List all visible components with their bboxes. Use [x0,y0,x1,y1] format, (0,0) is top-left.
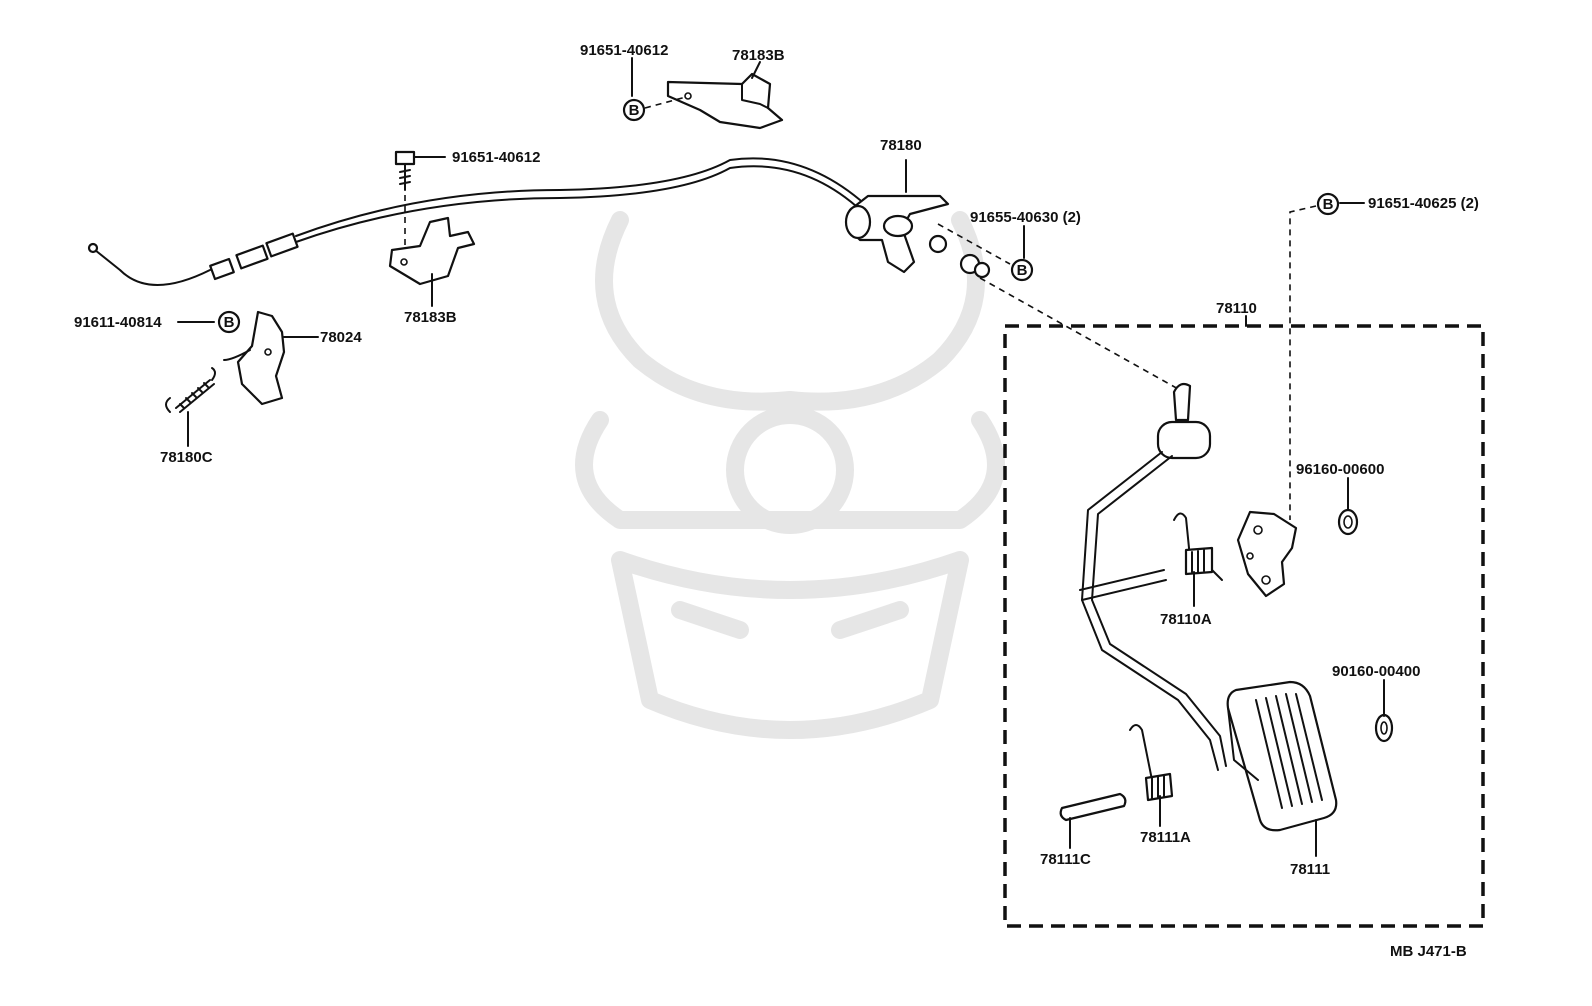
label-78110: 78110 [1216,300,1257,317]
bracket-78183b-top [666,72,784,130]
label-90160-00400: 90160-00400 [1332,663,1420,680]
label-96160-00600: 96160-00600 [1296,461,1384,478]
b-badge-icon: B [217,310,241,334]
b-badge-icon: B [622,98,646,122]
b-badge-icon: B [1316,192,1340,216]
samurai-helmet-watermark-icon [575,211,1005,739]
diagram-code: MB J471-B [1390,943,1467,960]
assembly-78110-box [1003,324,1485,928]
nut-90160-00400 [1374,713,1394,743]
label-91651-40625: 91651-40625 (2) [1368,195,1479,212]
svg-text:B: B [629,102,640,119]
nut-96160-00600 [1337,508,1359,536]
pedal-pad-78111 [1226,680,1338,832]
label-78024: 78024 [320,329,362,346]
label-78183b-top: 78183B [732,47,785,64]
bracket-78183b-left [388,216,476,286]
cable-78180 [87,157,991,286]
label-78183b-left: 78183B [404,309,457,326]
pin-78111c [1059,792,1127,822]
label-78111c: 78111C [1040,851,1091,868]
label-78180c: 78180C [160,449,213,466]
label-78111a: 78111A [1140,829,1191,846]
spring-78180c [165,367,216,413]
svg-text:B: B [1323,196,1334,213]
b-badge-icon: B [1010,258,1034,282]
label-91611-40814: 91611-40814 [74,314,162,331]
label-91655-40630: 91655-40630 (2) [970,209,1081,226]
spring-78110a [1173,512,1223,581]
label-91651-40612-top: 91651-40612 [580,42,668,59]
bracket-plate [1236,510,1298,598]
pedal-arm [1079,382,1227,771]
lever-78024 [223,310,286,406]
svg-text:B: B [224,314,235,331]
bolt-91651-40612 [394,150,416,191]
label-78111: 78111 [1290,861,1330,878]
label-78110a: 78110A [1160,611,1212,628]
label-91651-40612-left: 91651-40612 [452,149,540,166]
svg-text:B: B [1017,262,1028,279]
spring-78111a [1129,724,1174,802]
label-78180: 78180 [880,137,922,154]
